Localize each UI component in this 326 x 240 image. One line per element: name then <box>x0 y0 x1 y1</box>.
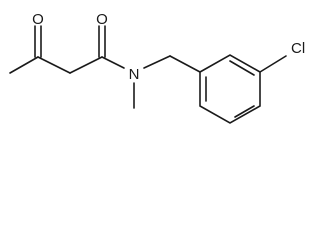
bond-ring-chlorine <box>259 55 287 73</box>
atom-label-nitrogen: N <box>129 66 140 83</box>
bond-benzyl-ring <box>169 55 201 73</box>
atom-label-chlorine: Cl <box>291 40 305 57</box>
ring-double-bond-2 <box>234 105 255 118</box>
structure-canvas: O O N Cl <box>9 10 306 124</box>
atom-label-oxygen-amide: O <box>96 11 108 28</box>
benzene-ring <box>199 54 261 124</box>
bond-amide-nitrogen <box>101 56 125 69</box>
bond-nitrogen-benzyl <box>143 55 171 69</box>
atom-label-oxygen-ketone: O <box>32 11 44 28</box>
bond-ketone-methylene <box>37 56 71 74</box>
ring-double-bond-3 <box>229 60 255 76</box>
bond-methyl-ketone <box>9 56 39 74</box>
molecule-diagram: O O N Cl <box>9 11 305 124</box>
bond-methylene-amide <box>69 56 103 74</box>
